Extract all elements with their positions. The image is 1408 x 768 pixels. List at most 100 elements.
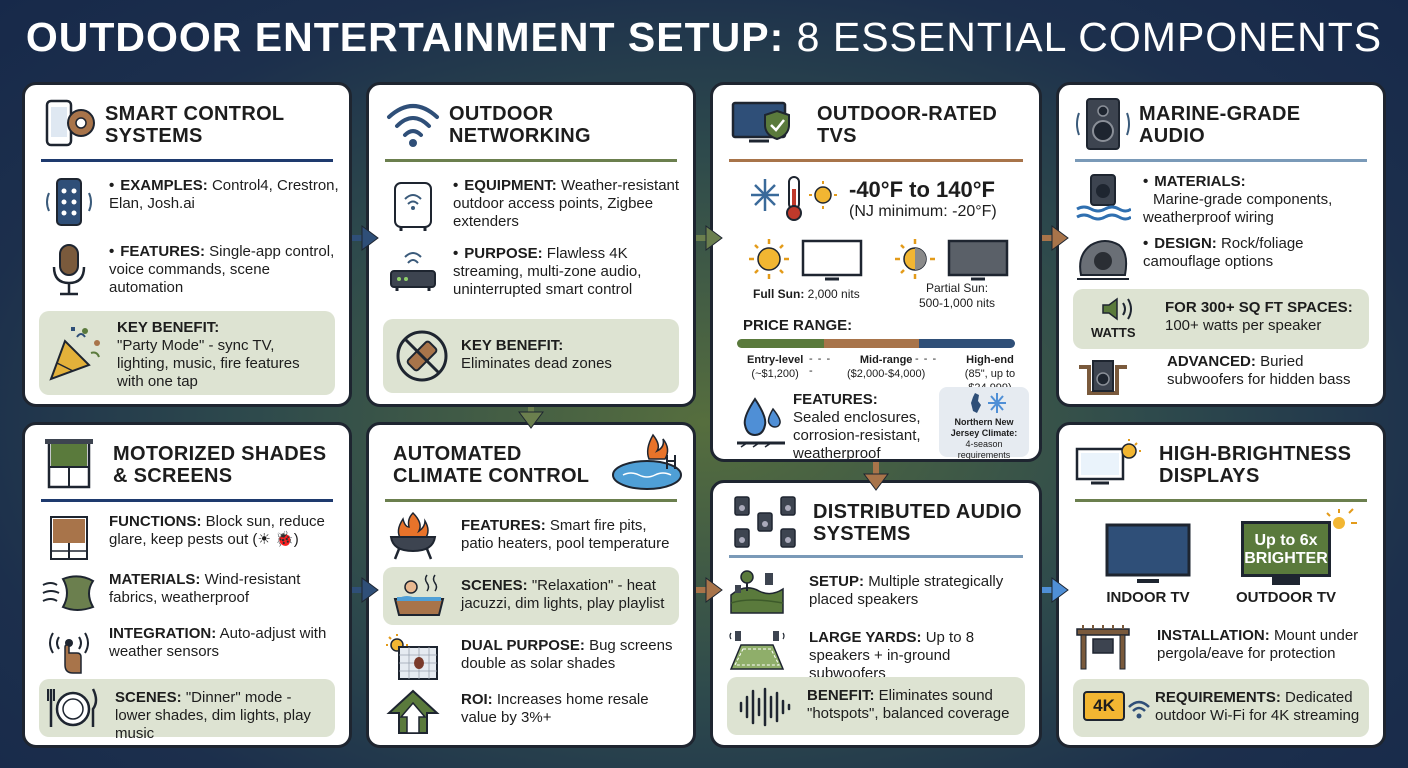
- watts-icon-label: WATTS: [1091, 325, 1136, 340]
- temperature-range: -40°F to 140°F: [849, 177, 995, 202]
- divider: [1075, 159, 1367, 162]
- pool-fire-icon: [609, 431, 687, 493]
- requirements-text: Dedicated outdoor Wi-Fi for 4K streaming: [1155, 689, 1360, 724]
- bug-screen-icon: [385, 633, 441, 683]
- party-popper-icon: [47, 323, 105, 383]
- phone-remote-icon: [41, 177, 97, 227]
- tier-mid-name: Mid-range: [859, 354, 913, 366]
- voice-mic-icon: [41, 243, 97, 296]
- fire-pit-icon: [385, 511, 441, 561]
- benefit-text: Eliminates sound "hotspots", balanced co…: [807, 687, 1010, 722]
- title-light: 8 ESSENTIAL COMPONENTS: [796, 14, 1383, 60]
- partial-sun-text: 500-1,000 nits: [919, 296, 996, 310]
- title-bold: OUTDOOR ENTERTAINMENT SETUP:: [25, 14, 785, 60]
- functions-label: FUNCTIONS:: [109, 513, 202, 530]
- installation-text: Mount under pergola/eave for protection: [1157, 627, 1359, 662]
- tier-entry-name: Entry-level: [747, 354, 804, 366]
- equipment-label: EQUIPMENT:: [464, 177, 557, 194]
- purpose-text: Flawless 4K streaming, multi-zone audio,…: [453, 245, 642, 298]
- divider: [41, 499, 333, 502]
- features-label: FEATURES:: [461, 517, 546, 534]
- climate-text: 4-season requirements: [957, 439, 1011, 460]
- space-text: 100+ watts per speaker: [1165, 317, 1322, 334]
- scenes-label: SCENES:: [115, 689, 182, 706]
- tier-high-name: High-end: [966, 354, 1014, 366]
- bright-tv-icon: [1073, 437, 1141, 491]
- roller-shade-icon: [41, 513, 97, 563]
- no-dead-zone-icon: [393, 327, 451, 385]
- 4k-badge-text: 4K: [1093, 696, 1115, 715]
- equipment-text: Weather-resistant outdoor access points,…: [453, 177, 680, 230]
- benefit-text: Eliminates dead zones: [461, 355, 612, 372]
- jacuzzi-icon: [391, 571, 447, 621]
- indoor-tv-label: INDOOR TV: [1106, 589, 1190, 606]
- price-bar-mid: [823, 339, 920, 348]
- brighter-line1: Up to 6x: [1254, 532, 1318, 549]
- setup-label: SETUP:: [809, 573, 865, 590]
- temperature-nj-minimum: (NJ minimum: -20°F): [849, 203, 997, 220]
- card-title: OUTDOOR-RATED TVs: [817, 103, 998, 147]
- outdoor-tv-label: OUTDOOR TV: [1236, 589, 1336, 606]
- tier-mid-price: ($2,000-$4,000): [847, 368, 926, 380]
- space-label: FOR 300+ SQ FT SPACES:: [1165, 299, 1353, 316]
- temperature-icon: [749, 173, 841, 223]
- setup-text: Multiple strategically placed speakers: [809, 573, 1004, 608]
- router-icon: [385, 245, 441, 295]
- examples-text: Control4, Crestron, Elan, Josh.ai: [109, 177, 339, 212]
- yard-speakers-icon: [729, 623, 785, 673]
- card-title: DISTRIBUTED AUDIO SYSTEMS: [813, 501, 1022, 545]
- integration-label: INTEGRATION:: [109, 625, 217, 642]
- card-distributed-audio: DISTRIBUTED AUDIO SYSTEMS SETUP: Multipl…: [710, 480, 1042, 748]
- design-text: Rock/foliage camouflage options: [1143, 235, 1304, 270]
- price-range-label: PRICE RANGE:: [743, 317, 853, 334]
- scenes-text: "Relaxation" - heat jacuzzi, dim lights,…: [461, 577, 665, 612]
- climate-title: Northern New Jersey Climate:: [950, 417, 1018, 438]
- benefit-label: KEY BENEFIT:: [461, 337, 564, 354]
- materials-text: Marine-grade components, weatherproof wi…: [1143, 191, 1333, 226]
- large-yards-label: LARGE YARDS:: [809, 629, 922, 646]
- card-title: AUTOMATED CLIMATE CONTROL: [393, 443, 590, 487]
- dual-purpose-text: Bug screens double as solar shades: [461, 637, 673, 672]
- integration-text: Auto-adjust with weather sensors: [109, 625, 327, 660]
- design-label: DESIGN:: [1154, 235, 1217, 252]
- brighter-line2: BRIGHTER: [1244, 550, 1328, 567]
- card-title: MARINE-GRADE AUDIO: [1139, 103, 1301, 147]
- functions-text: Block sun, reduce glare, keep pests out …: [109, 513, 325, 548]
- tier-entry-price: (~$1,200): [751, 368, 799, 380]
- installation-label: INSTALLATION:: [1157, 627, 1270, 644]
- materials-label: MATERIALS:: [109, 571, 201, 588]
- requirements-box: 4K REQUIREMENTS: Dedicated outdoor Wi-Fi…: [1073, 679, 1369, 737]
- buried-subwoofer-icon: [1075, 353, 1131, 403]
- benefit-box: BENEFIT: Eliminates sound "hotspots", ba…: [727, 677, 1025, 735]
- window-shade-icon: [39, 437, 99, 491]
- advanced-text: Buried subwoofers for hidden bass: [1167, 353, 1351, 388]
- dinner-plate-icon: [45, 685, 101, 731]
- features-text: Sealed enclosures, corrosion-resistant, …: [793, 409, 921, 462]
- volume-icon: [1099, 295, 1139, 323]
- materials-text: Wind-resistant fabrics, weatherproof: [109, 571, 301, 606]
- price-bar: [737, 339, 1015, 348]
- access-point-icon: [385, 177, 441, 231]
- benefit-label: KEY BENEFIT:: [117, 319, 220, 336]
- full-sun-label: Full Sun:: [753, 287, 805, 301]
- dual-purpose-label: DUAL PURPOSE:: [461, 637, 585, 654]
- marine-speaker-icon: [1075, 173, 1131, 223]
- full-sun-text: 2,000 nits: [807, 287, 860, 301]
- watts-box: WATTS FOR 300+ SQ FT SPACES:100+ watts p…: [1073, 289, 1369, 349]
- indoor-tv-icon: [1103, 521, 1193, 585]
- card-title: OUTDOOR NETWORKING: [449, 103, 591, 147]
- card-climate-control: AUTOMATED CLIMATE CONTROL FEATURES: Smar…: [366, 422, 696, 748]
- speaker-icon: [1073, 97, 1133, 151]
- scenes-text: "Dinner" mode - lower shades, dim lights…: [115, 689, 311, 742]
- card-high-brightness: HIGH-BRIGHTNESS DISPLAYS INDOOR TV Up to…: [1056, 422, 1386, 748]
- 4k-badge-icon: 4K: [1083, 691, 1125, 721]
- scenes-box: SCENES: "Dinner" mode - lower shades, di…: [39, 679, 335, 742]
- divider: [1075, 499, 1367, 502]
- sound-wave-icon: [737, 687, 795, 727]
- benefit-label: BENEFIT:: [807, 687, 875, 704]
- card-motorized-shades: MOTORIZED SHADES & SCREENS FUNCTIONS: Bl…: [22, 422, 352, 748]
- roi-label: ROI:: [461, 691, 493, 708]
- divider: [41, 159, 333, 162]
- key-benefit-box: KEY BENEFIT:Eliminates dead zones: [383, 319, 679, 393]
